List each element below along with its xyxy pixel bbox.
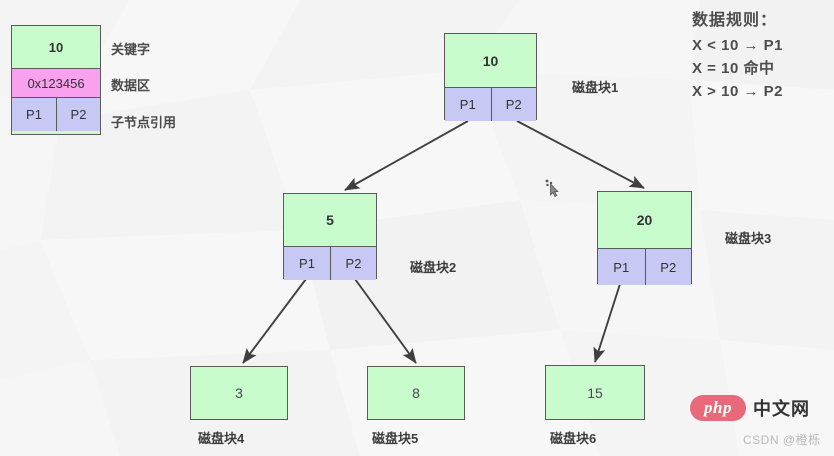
caption-block3: 磁盘块3 — [725, 231, 772, 246]
node-root-pointer-p2: P2 — [490, 88, 536, 121]
node-right-block3: 20 P1 P2 — [597, 191, 692, 285]
node-root-pointer-p1: P1 — [445, 88, 491, 121]
legend-node-anatomy: 10 0x123456 P1 P2 — [11, 25, 101, 135]
php-logo-watermark: php 中文网 — [690, 395, 810, 421]
legend-data-cell: 0x123456 — [12, 68, 100, 98]
rules-panel: 数据规则： X < 10 → P1 X = 10 命中 X > 10 → P2 — [692, 6, 783, 103]
legend-pointer-p1: P1 — [12, 98, 56, 131]
leaf-node-block5: 8 — [367, 366, 465, 420]
rule-line-less-than: X < 10 → P1 — [692, 37, 783, 54]
legend-label-data: 数据区 — [111, 78, 151, 93]
caption-block6: 磁盘块6 — [550, 431, 597, 446]
node-left-key: 5 — [284, 194, 376, 246]
legend-key-cell: 10 — [12, 26, 100, 68]
legend-pointer-p2: P2 — [56, 98, 100, 131]
php-watermark-text: 中文网 — [753, 399, 810, 419]
node-right-pointer-p1: P1 — [598, 249, 645, 285]
mouse-cursor-icon — [545, 179, 559, 197]
edge-root-p2-to-node20 — [516, 120, 645, 189]
node-right-pointers: P1 P2 — [598, 248, 691, 285]
caption-block5: 磁盘块5 — [372, 431, 419, 446]
edge-node5-p1-to-leaf3 — [242, 278, 307, 364]
caption-block2: 磁盘块2 — [410, 260, 457, 275]
node-right-pointer-p2: P2 — [644, 249, 691, 285]
legend-label-pointers: 子节点引用 — [111, 115, 177, 130]
php-badge-icon: php — [690, 395, 746, 421]
caption-block4: 磁盘块4 — [198, 431, 245, 446]
node-root-pointers: P1 P2 — [445, 87, 536, 121]
edge-root-p1-to-node5 — [344, 120, 469, 191]
node-right-key: 20 — [598, 192, 691, 248]
node-root-key: 10 — [445, 34, 536, 87]
edge-node20-p1-to-leaf15 — [593, 283, 621, 363]
node-left-pointer-p1: P1 — [284, 247, 330, 280]
node-root-block1: 10 P1 P2 — [444, 33, 537, 121]
leaf-node-block6: 15 — [545, 365, 645, 420]
csdn-author-watermark: CSDN @橙栎 — [743, 433, 821, 447]
node-left-pointers: P1 P2 — [284, 246, 376, 280]
legend-pointer-row: P1 P2 — [12, 98, 100, 131]
caption-block1: 磁盘块1 — [572, 80, 619, 95]
edge-node5-p2-to-leaf8 — [354, 278, 417, 364]
rule-line-greater-than: X > 10 → P2 — [692, 83, 783, 100]
node-left-pointer-p2: P2 — [330, 247, 376, 280]
node-left-block2: 5 P1 P2 — [283, 193, 377, 280]
rule-line-equal: X = 10 命中 — [692, 60, 775, 77]
rules-title: 数据规则： — [692, 12, 778, 29]
leaf-node-block4: 3 — [190, 366, 288, 420]
legend-label-key: 关键字 — [111, 42, 151, 57]
